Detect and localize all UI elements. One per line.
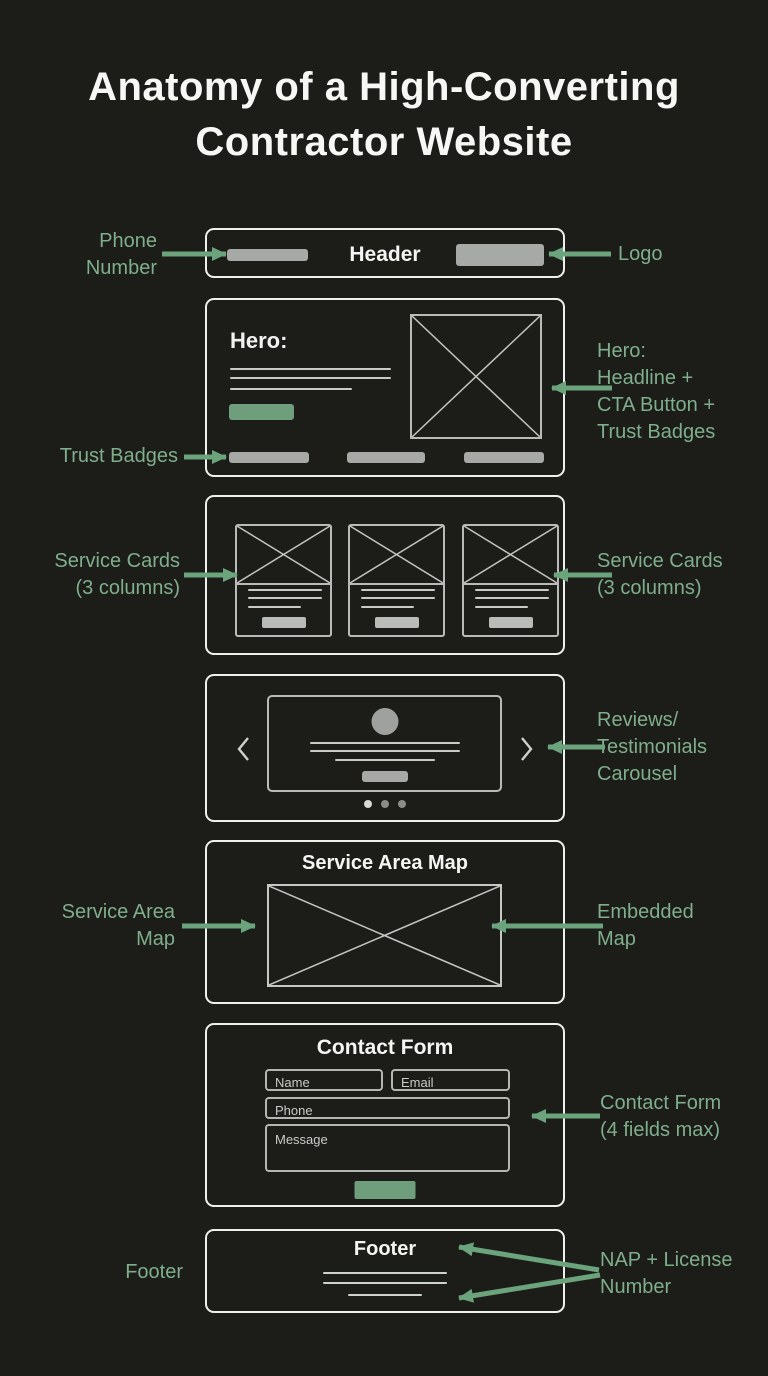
card-image-placeholder: [350, 526, 443, 585]
card-image-placeholder: [464, 526, 557, 585]
card-text-line: [475, 589, 549, 591]
testimonial-line: [334, 759, 435, 761]
annotation-embedded-map: Embedded Map: [597, 901, 694, 950]
map-placeholder: [267, 884, 502, 987]
footer-title: Footer: [353, 1238, 417, 1260]
map-section: Service Area Map: [205, 840, 565, 1004]
hero-title: Hero:: [230, 328, 288, 353]
footer-section: Footer: [205, 1229, 565, 1313]
services-section: [205, 495, 565, 655]
card-text-line: [361, 589, 435, 591]
service-card: [348, 524, 445, 637]
trust-badge: [229, 452, 309, 463]
card-button[interactable]: [374, 617, 419, 628]
testimonial-card: [267, 695, 502, 792]
phone-number-placeholder: [227, 249, 308, 261]
annotation-service-area-map: Service Area Map: [61, 901, 175, 950]
name-field[interactable]: [265, 1069, 383, 1091]
footer-line: [323, 1282, 447, 1284]
chevron-right-icon[interactable]: [519, 735, 535, 766]
trust-badge: [464, 452, 544, 463]
trust-badge: [347, 452, 425, 463]
map-title: Service Area Map: [301, 852, 468, 874]
annotation-contact-form: Contact Form (4 fields max): [600, 1092, 722, 1141]
service-card: [462, 524, 559, 637]
card-text-line: [361, 597, 435, 599]
header-title: Header: [349, 243, 421, 266]
hero-image-placeholder: [410, 314, 542, 439]
message-field[interactable]: [265, 1124, 510, 1172]
annotation-hero: Hero: Headline + CTA Button + Trust Badg…: [597, 340, 716, 443]
carousel-dot[interactable]: [364, 800, 372, 808]
phone-field[interactable]: [265, 1097, 510, 1119]
annotation-service-cards-right: Service Cards (3 columns): [597, 550, 723, 599]
logo-placeholder: [456, 244, 544, 266]
annotation-reviews-carousel: Reviews/ Testimonials Carousel: [597, 709, 708, 785]
card-text-line: [248, 597, 322, 599]
hero-headline-line: [230, 377, 391, 379]
card-image-placeholder: [237, 526, 330, 585]
submit-button[interactable]: [354, 1181, 416, 1199]
card-text-line: [248, 589, 322, 591]
annotation-trust-badges: Trust Badges: [59, 445, 178, 467]
card-text-line: [475, 606, 528, 608]
card-text-line: [248, 606, 301, 608]
carousel-dots: [207, 800, 563, 808]
annotation-nap-license: NAP + License Number: [600, 1249, 733, 1298]
card-button[interactable]: [488, 617, 533, 628]
contact-title: Contact Form: [316, 1036, 454, 1059]
footer-line: [348, 1294, 422, 1296]
hero-cta-button[interactable]: [229, 404, 294, 420]
card-text-line: [361, 606, 414, 608]
service-card: [235, 524, 332, 637]
annotation-phone-number: Phone Number: [85, 230, 157, 279]
annotation-service-cards-left: Service Cards (3 columns): [54, 550, 180, 599]
email-field[interactable]: [391, 1069, 510, 1091]
testimonial-line: [309, 750, 460, 752]
chevron-left-icon[interactable]: [235, 735, 251, 766]
hero-section: Hero:: [205, 298, 565, 477]
carousel-section: [205, 674, 565, 822]
contact-section: Contact Form: [205, 1023, 565, 1207]
footer-line: [323, 1272, 447, 1274]
hero-headline-line: [230, 388, 352, 390]
carousel-dot[interactable]: [381, 800, 389, 808]
testimonial-button[interactable]: [361, 771, 408, 782]
avatar: [371, 708, 398, 735]
card-button[interactable]: [261, 617, 306, 628]
header-section: Header: [205, 228, 565, 278]
annotation-footer: Footer: [125, 1261, 183, 1283]
page-title: Anatomy of a High-Converting Contractor …: [88, 65, 680, 164]
card-text-line: [475, 597, 549, 599]
annotation-logo: Logo: [618, 243, 663, 265]
hero-headline-line: [230, 368, 391, 370]
testimonial-line: [309, 742, 460, 744]
carousel-dot[interactable]: [398, 800, 406, 808]
